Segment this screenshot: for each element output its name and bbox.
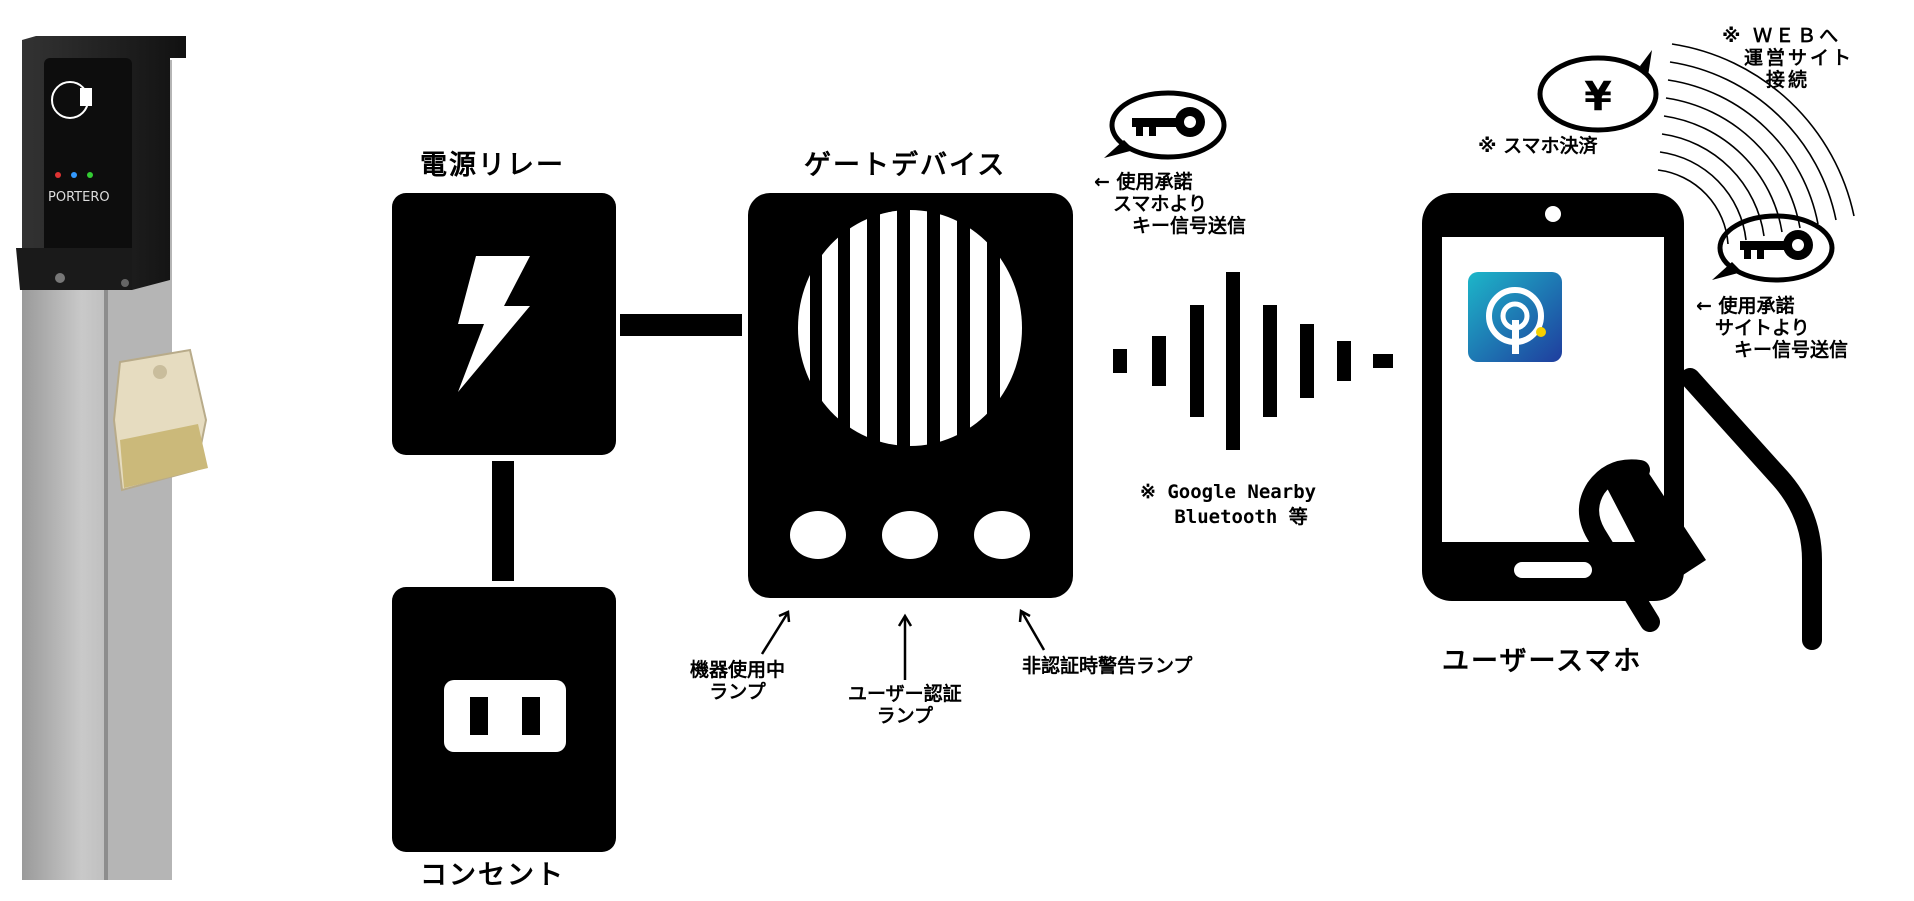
auth-lamp-label: ユーザー認証 ランプ xyxy=(848,683,962,727)
yen-bubble-icon: ¥ xyxy=(1537,50,1659,133)
warning-lamp-label: 非認証時警告ランプ xyxy=(1022,655,1193,677)
phone-title: ユーザースマホ xyxy=(1442,646,1643,677)
lightning-bolt-icon xyxy=(458,256,530,392)
protocol-note: ※ Google Nearby Bluetooth 等 xyxy=(1140,481,1317,528)
gate-title: ゲートデバイス xyxy=(804,150,1007,181)
relay-outlet-connector xyxy=(492,461,514,581)
relay-title: 電源リレー xyxy=(420,150,565,181)
site-key-note: ← 使用承諾 サイトより キー信号送信 xyxy=(1696,295,1849,361)
auth-lamp xyxy=(882,511,938,559)
outlet-title: コンセント xyxy=(420,860,565,891)
warning-lamp xyxy=(974,511,1030,559)
sound-wave-icon xyxy=(1113,272,1393,450)
in-use-lamp xyxy=(790,511,846,559)
finger-shape xyxy=(1604,461,1706,590)
relay-gate-connector xyxy=(620,314,742,336)
power-outlet-icon xyxy=(444,680,566,752)
phone-key-note: ← 使用承諾 スマホより キー信号送信 xyxy=(1094,171,1247,237)
charging-pole-illustration: PORTERO xyxy=(16,36,208,880)
site-key-bubble-icon xyxy=(1712,213,1835,283)
web-note: ※ ＷＥＢへ 運営サイト 接続 xyxy=(1722,25,1855,91)
yen-symbol: ¥ xyxy=(1584,74,1612,120)
p-app-icon xyxy=(1468,272,1562,362)
payment-note: ※ スマホ決済 xyxy=(1478,135,1598,157)
key-bubble-icon xyxy=(1104,90,1227,160)
web-connection-arcs-icon xyxy=(1657,43,1855,245)
in-use-lamp-label: 機器使用中 ランプ xyxy=(690,659,786,703)
pole-brand: PORTERO xyxy=(48,190,110,205)
lamp-pointer-arrows xyxy=(760,608,1046,680)
